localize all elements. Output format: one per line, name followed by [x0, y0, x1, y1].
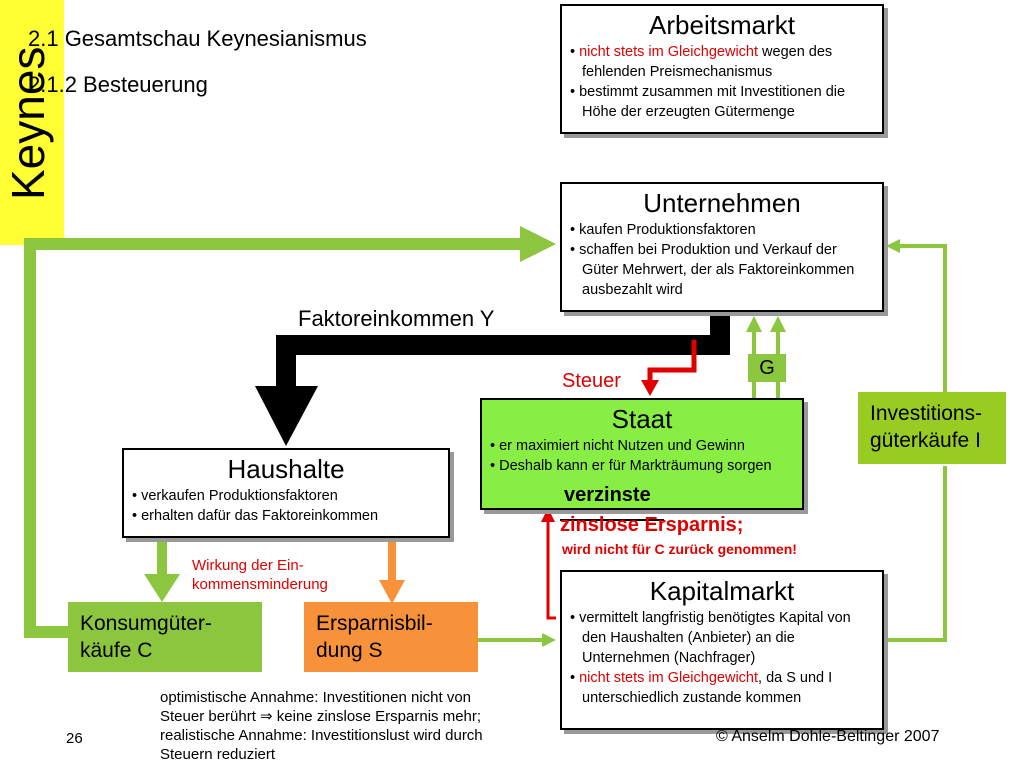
- staat-bullet-2: Deshalb kann er für Markträumung sorgen: [490, 456, 796, 476]
- sidebar-accent: [0, 0, 64, 245]
- header-line-1: 2.1 Gesamtschau Keynesianismus: [28, 26, 367, 51]
- arbeitsmarkt-bullet-2: bestimmt zusammen mit Investitionen die …: [570, 82, 876, 122]
- unternehmen-title: Unternehmen: [643, 188, 801, 218]
- haushalte-bullet-2: erhalten dafür das Faktoreinkommen: [132, 506, 442, 526]
- page-number: 26: [66, 730, 83, 747]
- steuer-label: Steuer: [562, 370, 621, 392]
- staat-bullet-1: er maximiert nicht Nutzen und Gewinn: [490, 436, 796, 456]
- ersparnis-box: Ersparnisbil-dung S: [304, 602, 478, 672]
- unternehmen-bullet-1: kaufen Produktionsfaktoren: [570, 220, 876, 240]
- annahme-note: optimistische Annahme: Investitionen nic…: [160, 689, 483, 763]
- faktoreinkommen-arrow: [276, 314, 730, 388]
- header-line-2: 2.1.2 Besteuerung: [28, 72, 208, 97]
- arbeitsmarkt-title: Arbeitsmarkt: [649, 10, 795, 40]
- unternehmen-box: Unternehmen kaufen Produktionsfaktoren s…: [560, 182, 884, 312]
- arbeitsmarkt-bullet-1: nicht stets im Gleichgewicht wegen des f…: [570, 42, 876, 82]
- investitionen-box: Investitions-güterkäufe I: [858, 392, 1006, 464]
- g-label: G: [748, 354, 786, 382]
- konsum-loop-arrowhead: [520, 226, 556, 262]
- ersparnis-red-line: zinslose Ersparnis;: [560, 514, 744, 536]
- kapitalmarkt-bullet-1: vermittelt langfristig benötigtes Kapita…: [570, 608, 876, 668]
- faktoreinkommen-label: Faktoreinkommen Y: [298, 306, 495, 331]
- verzinste-label: verzinste: [564, 484, 651, 506]
- wirkung-label: Wirkung der Ein-kommensminderung: [192, 557, 328, 593]
- staat-box: Staat er maximiert nicht Nutzen und Gewi…: [480, 398, 804, 510]
- haushalte-title: Haushalte: [227, 454, 345, 484]
- konsum-box: Konsumgüter-käufe C: [68, 602, 262, 672]
- steuer-arrow: [647, 340, 697, 382]
- zinslos-arrow: [546, 520, 556, 620]
- haushalte-box: Haushalte verkaufen Produktionsfaktoren …: [122, 448, 450, 538]
- unternehmen-bullet-2: schaffen bei Produktion und Verkauf der …: [570, 240, 876, 300]
- arbeitsmarkt-box: Arbeitsmarkt nicht stets im Gleichgewich…: [560, 4, 884, 134]
- steuer-arrowhead: [641, 380, 659, 396]
- nicht-zurueck-label: wird nicht für C zurück genommen!: [562, 541, 797, 557]
- kapitalmarkt-title: Kapitalmarkt: [649, 576, 795, 606]
- konsum-loop-line: [24, 238, 528, 638]
- ersparnis-down-arrowhead: [379, 580, 405, 604]
- kapitalmarkt-bullet-2: nicht stets im Gleichgewicht, da S und I…: [570, 668, 876, 708]
- ersparnis-right-arrowhead: [542, 633, 556, 647]
- copyright: © Anselm Dohle-Beltinger 2007: [716, 728, 940, 745]
- kapitalmarkt-box: Kapitalmarkt vermittelt langfristig benö…: [560, 570, 884, 730]
- invest-left-arrowhead: [886, 239, 900, 253]
- konsum-down-arrowhead: [144, 574, 180, 602]
- faktoreinkommen-arrowhead: [255, 386, 318, 446]
- haushalte-bullet-1: verkaufen Produktionsfaktoren: [132, 486, 442, 506]
- staat-title: Staat: [611, 404, 673, 434]
